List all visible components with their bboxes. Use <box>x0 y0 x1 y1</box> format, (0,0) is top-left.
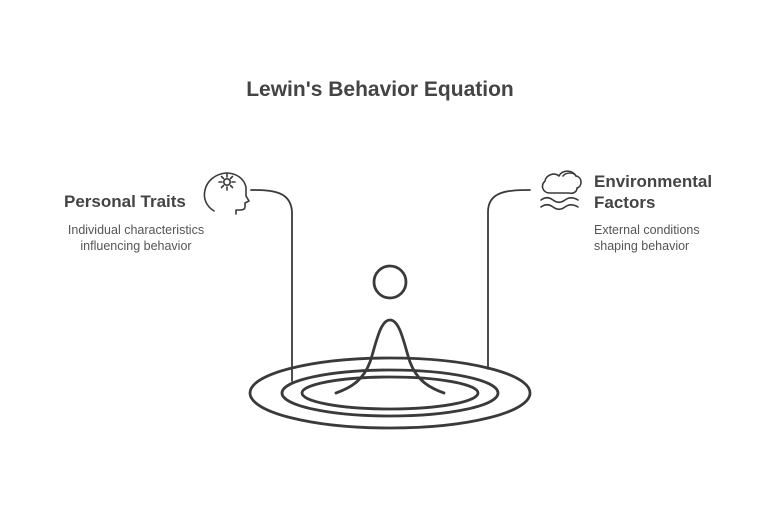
personal-traits-desc-line-2: influencing behavior <box>80 239 192 253</box>
environmental-factors-connector <box>487 189 531 370</box>
wave-line-1 <box>540 196 579 204</box>
person-body <box>334 318 446 395</box>
personal-traits-description: Individual characteristics influencing b… <box>56 222 216 254</box>
head-gear-icon <box>203 172 250 215</box>
wave-line-2 <box>540 203 579 211</box>
cloud-waves-icon <box>540 170 582 211</box>
diagram-title: Lewin's Behavior Equation <box>246 78 514 101</box>
personal-traits-heading: Personal Traits <box>64 192 186 211</box>
environmental-factors-heading-line-1: Environmental <box>594 172 713 191</box>
ripple-outer <box>248 356 532 430</box>
environmental-factors-heading-line-2: Factors <box>594 193 656 212</box>
environmental-factors-description: External conditions shaping behavior <box>594 222 744 254</box>
ripple-middle <box>280 368 500 418</box>
gear-teeth <box>218 173 236 191</box>
personal-traits-desc-line-1: Individual characteristics <box>67 223 205 237</box>
gear-hub <box>223 178 232 187</box>
cloud-back-shape <box>562 172 577 177</box>
personal-traits-connector <box>250 189 293 382</box>
ripple-inner <box>300 375 480 411</box>
environmental-factors-heading: Environmental Factors <box>594 171 744 213</box>
cloud-shape <box>541 170 582 195</box>
head-outline <box>203 172 250 215</box>
environmental-factors-desc-line-1: External conditions <box>594 223 700 237</box>
person-head <box>372 264 408 300</box>
environmental-factors-desc-line-2: shaping behavior <box>594 239 690 253</box>
